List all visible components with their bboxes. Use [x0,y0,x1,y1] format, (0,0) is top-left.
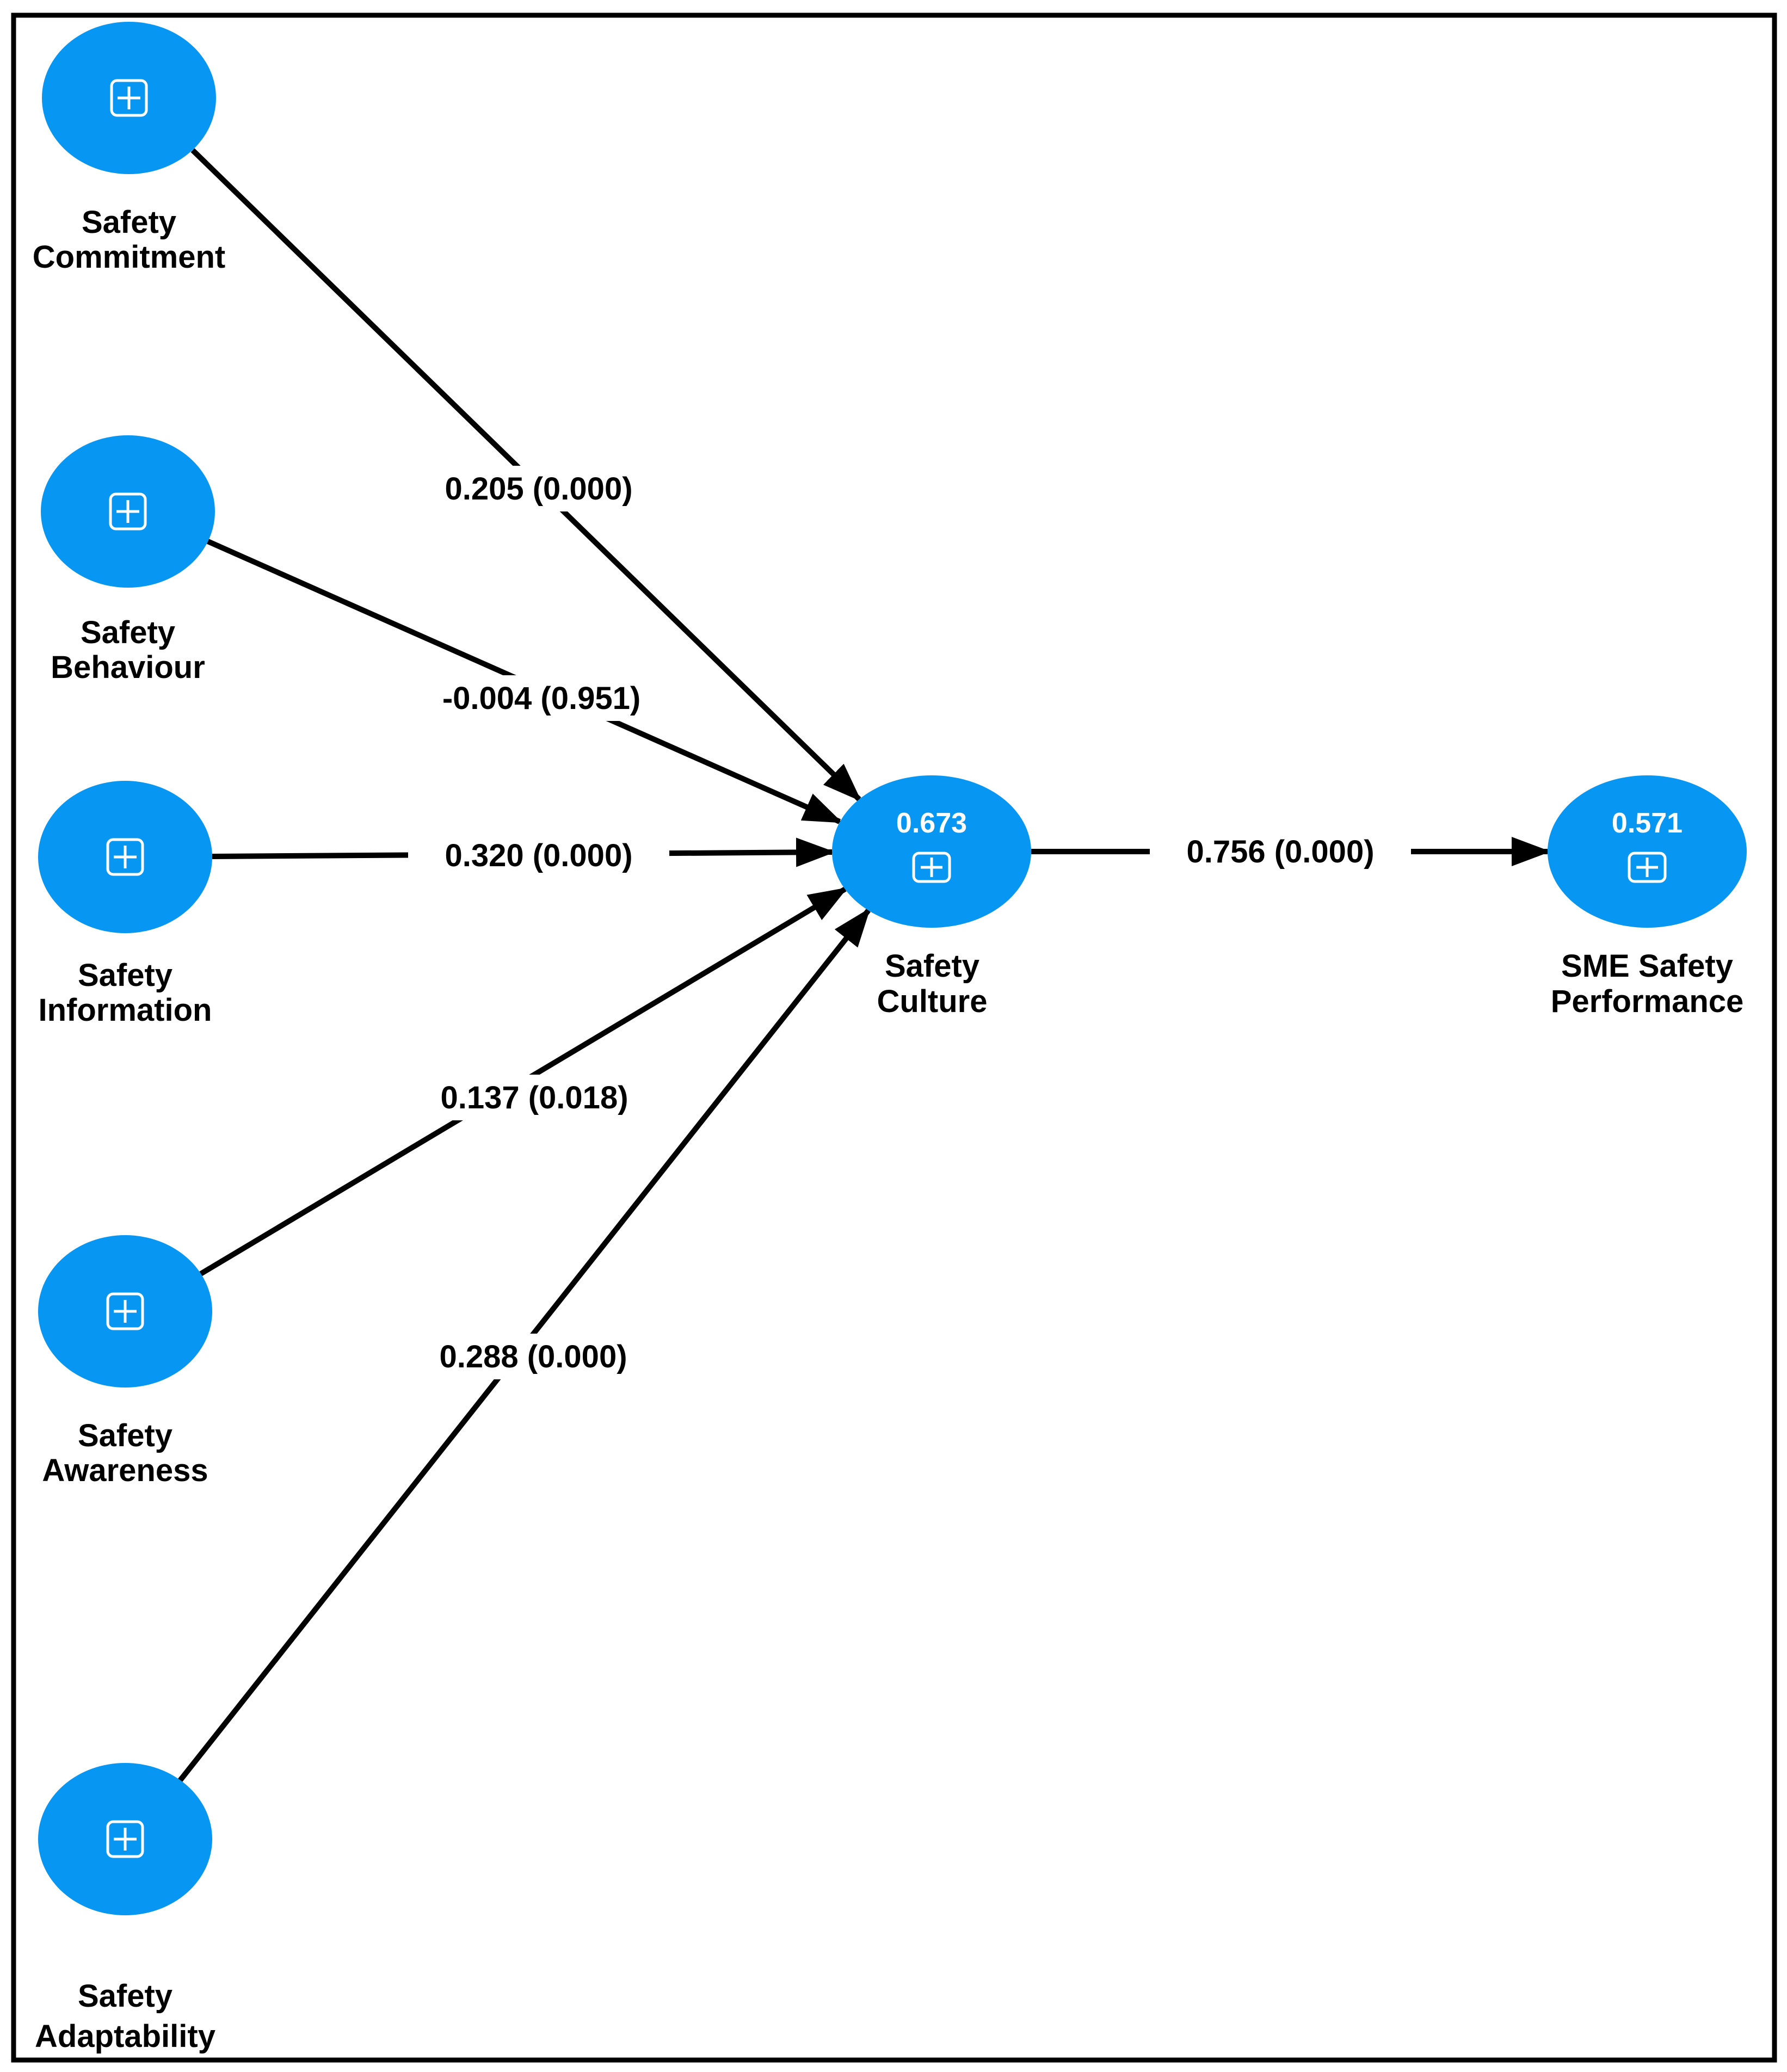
node-safety-information[interactable]: Safety Information [38,781,212,1028]
node-safety-culture[interactable]: 0.673 Safety Culture [832,775,1031,1019]
diagram-border [11,13,1777,2063]
node-label-line1: Safety [78,958,172,993]
edge-label-background [1150,829,1411,874]
edge-label-awareness-to-culture: 0.137 (0.018) [404,1075,665,1120]
latent-variable-ellipse[interactable] [1548,775,1747,928]
node-label-line1: Safety [82,205,176,240]
node-safety-commitment[interactable]: Safety Commitment [33,22,225,275]
node-label-line1: Safety [78,1978,172,2014]
node-label-line2: Behaviour [51,650,205,685]
path-coefficient-behaviour: -0.004 (0.951) [442,681,640,716]
node-label-line1: SME Safety [1561,948,1733,984]
node-label-line1: Safety [885,948,979,984]
path-coefficient-awareness: 0.137 (0.018) [440,1080,628,1115]
path-coefficient-adaptability: 0.288 (0.000) [439,1339,627,1374]
edge-label-background [404,1075,665,1120]
node-label-line1: Safety [78,1418,172,1453]
latent-variable-ellipse[interactable] [832,775,1031,928]
r-squared-value: 0.571 [1612,807,1683,839]
node-label-line2: Information [39,992,212,1028]
nodes-layer: Safety Commitment Safety Behaviour Safet… [33,22,1747,2054]
node-sme-safety-performance[interactable]: 0.571 SME Safety Performance [1548,775,1747,1019]
edge-label-background [408,832,669,878]
r-squared-value: 0.673 [896,807,967,839]
edge-label-behaviour-to-culture: -0.004 (0.951) [400,675,683,721]
node-label-line2: Commitment [33,239,225,275]
edge-label-adaptability-to-culture: 0.288 (0.000) [403,1334,664,1379]
node-label-line2: Performance [1551,984,1744,1019]
path-coefficient-performance: 0.756 (0.000) [1186,834,1374,869]
edge-label-culture-to-performance: 0.756 (0.000) [1150,829,1411,874]
edge-label-background [400,675,683,721]
node-label-line1: Safety [81,615,175,650]
node-safety-behaviour[interactable]: Safety Behaviour [41,435,215,685]
node-safety-adaptability[interactable]: Safety Adaptability [35,1763,215,2054]
node-safety-awareness[interactable]: Safety Awareness [38,1235,212,1488]
edges-layer [178,148,1551,1783]
edge-labels-layer: 0.205 (0.000) -0.004 (0.951) 0.320 (0.00… [400,466,1411,1379]
node-label-line2: Culture [877,984,988,1019]
edge-label-information-to-culture: 0.320 (0.000) [408,832,669,878]
path-coefficient-information: 0.320 (0.000) [445,838,632,873]
edge-label-background [403,1334,664,1379]
path-coefficient-commitment: 0.205 (0.000) [445,471,632,507]
node-label-line2: Awareness [42,1453,208,1488]
edge-label-commitment-to-culture: 0.205 (0.000) [408,466,669,511]
node-label-line2: Adaptability [35,2019,215,2054]
edge-label-background [408,466,669,511]
